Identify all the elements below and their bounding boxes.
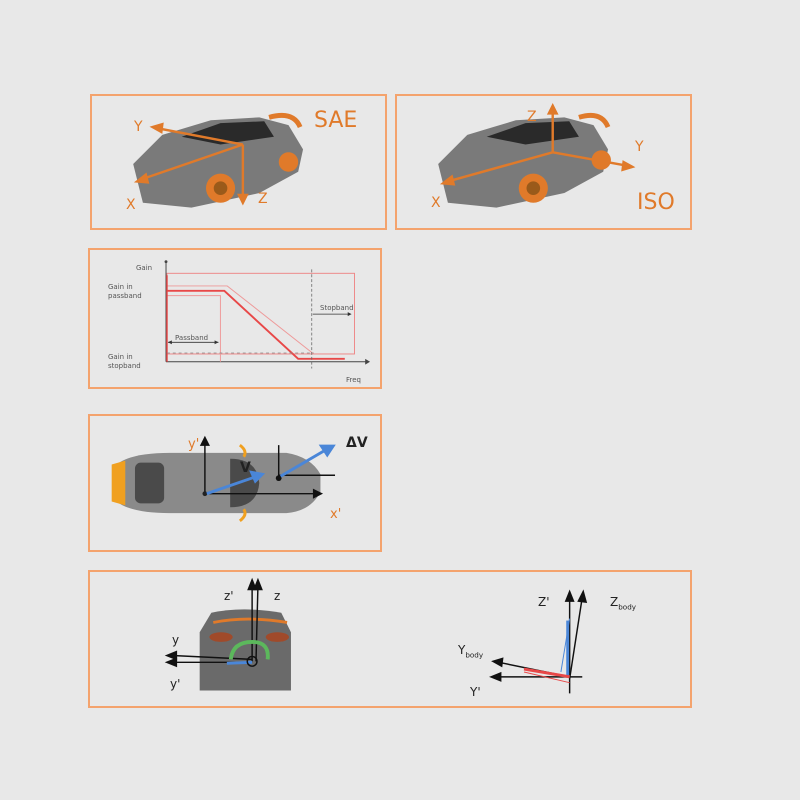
stopband-label: Stopband [320,304,354,312]
z-label: z [274,589,281,603]
y-body-label: Ybody [458,643,484,660]
filter-response-panel: Gain Gain in passband Gain in stopband P… [88,248,382,389]
passband-label: Passband [175,334,209,342]
sae-z-label: Z [258,191,268,207]
velocity-label: V [240,460,251,476]
y-prime-body-label: Y' [470,685,481,699]
sae-y-label: Y [134,119,143,135]
iso-title: ISO [637,190,675,215]
gain-axis-label: Gain [136,264,153,272]
roll-diagram [164,577,588,694]
sae-x-label: X [126,197,136,213]
rear-view-panel: z' z y y' Z' Zbody Ybody Y' [88,570,692,708]
car-3d-icon [133,112,304,208]
z-body-label: Zbody [610,595,637,612]
y-prime-label: y' [170,677,181,691]
gain-passband-label-2: passband [108,292,142,300]
car-3d-icon [438,102,636,208]
gain-stopband-label-1: Gain in [108,353,133,361]
iso-z-label: Z [527,109,537,125]
y-label: y [172,633,180,647]
delta-velocity-label: ΔV [346,435,368,451]
z-prime-label: z' [224,589,234,603]
filter-diagram [164,260,371,369]
iso-x-label: X [431,195,441,211]
gain-stopband-label-2: stopband [108,362,141,370]
car-top-view-icon [111,435,336,523]
x-prime-label: x' [330,507,342,522]
z-prime-body-label: Z' [538,595,550,609]
y-prime-label: y' [188,437,200,452]
sae-title: SAE [314,108,358,133]
iso-y-label: Y [635,139,644,155]
top-view-panel: y' V ΔV x' [88,414,382,552]
freq-axis-label: Freq [346,376,361,384]
sae-panel: SAE Y X Z [90,94,387,230]
gain-passband-label-1: Gain in [108,283,133,291]
iso-panel: ISO Z Y X [395,94,692,230]
